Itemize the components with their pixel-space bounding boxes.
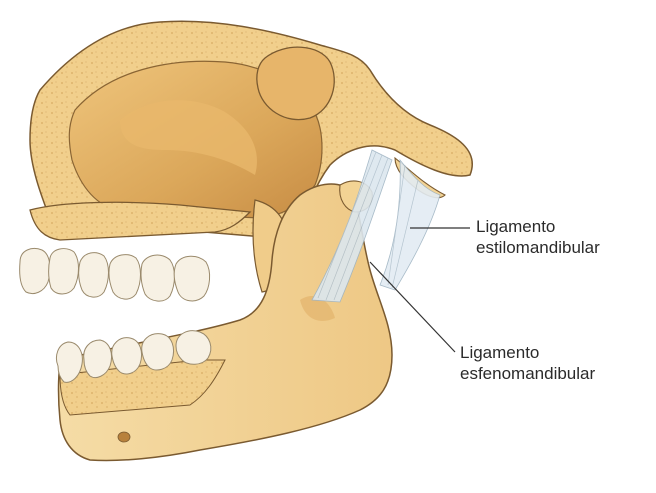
label-sphenomandibular-ligament: Ligamento esfenomandibular [460, 342, 595, 384]
label-sphenomandibular-line2: esfenomandibular [460, 363, 595, 384]
label-sphenomandibular-line1: Ligamento [460, 342, 595, 363]
stylomandibular-ligament [380, 160, 440, 290]
upper-teeth [20, 249, 210, 302]
label-stylomandibular-line1: Ligamento [476, 216, 600, 237]
label-stylomandibular-line2: estilomandibular [476, 237, 600, 258]
label-stylomandibular-ligament: Ligamento estilomandibular [476, 216, 600, 258]
